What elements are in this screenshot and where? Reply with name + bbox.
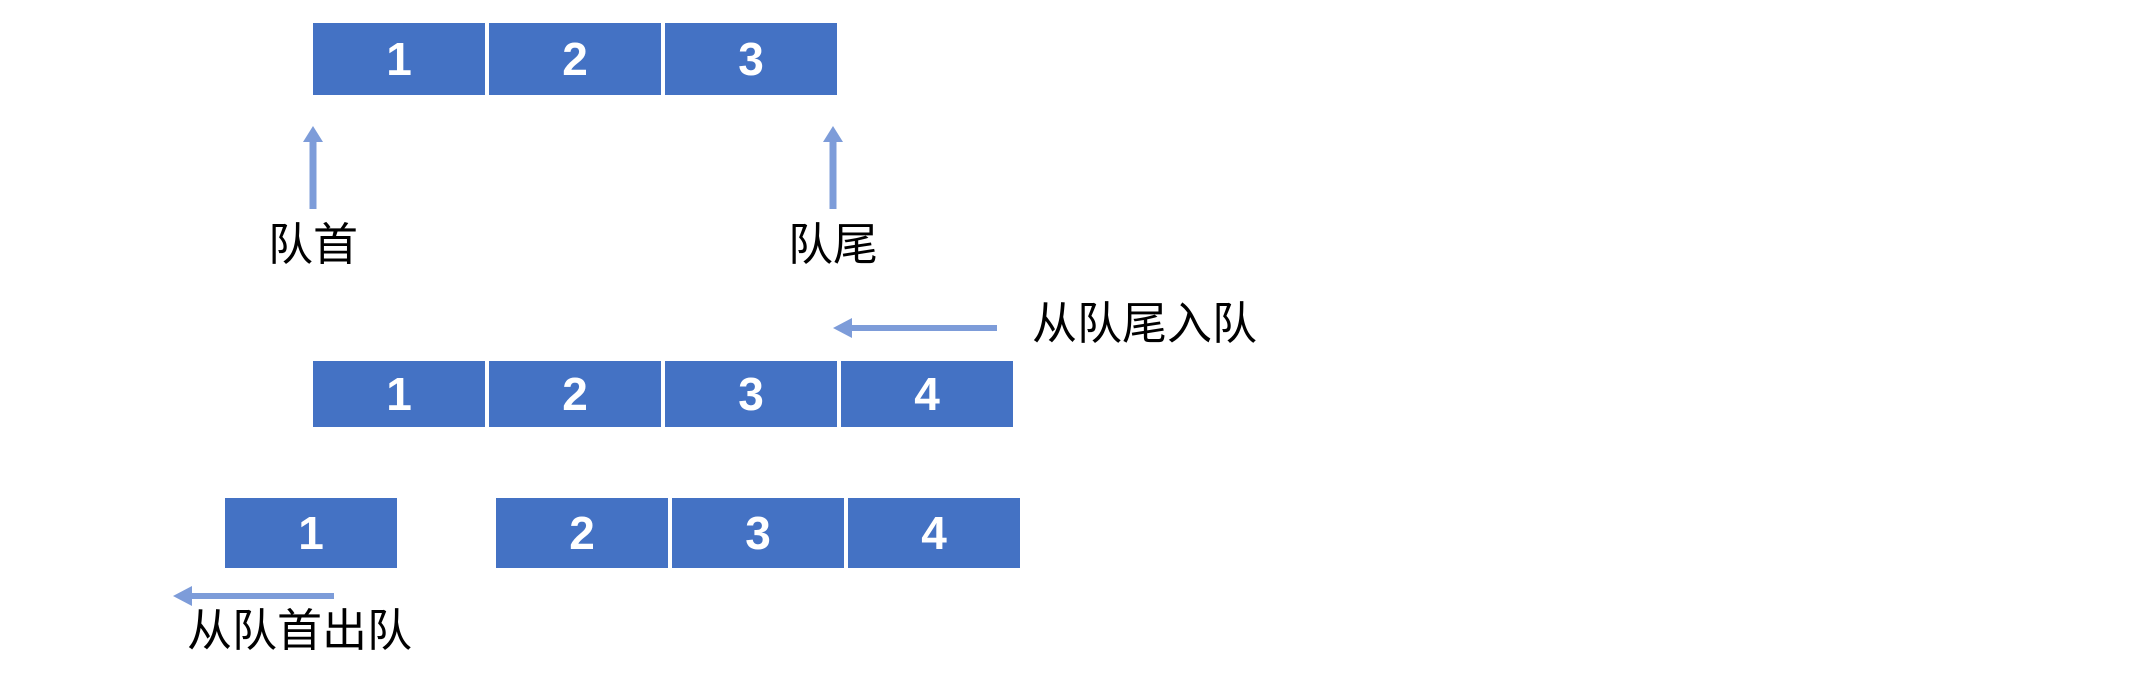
arrow-left-dequeue-icon <box>173 586 334 606</box>
dequeued-cell-row: 1 <box>225 498 397 568</box>
arrow-left-enqueue-icon <box>833 318 997 338</box>
queue-cell: 4 <box>848 498 1020 568</box>
queue-cell: 2 <box>489 23 661 95</box>
rear-label: 队尾 <box>788 219 879 270</box>
queue-cell: 3 <box>672 498 844 568</box>
arrow-up-rear-icon <box>823 126 843 209</box>
queue-cell: 4 <box>841 361 1013 427</box>
queue-row-initial: 1 2 3 <box>313 23 837 95</box>
front-label: 队首 <box>268 219 359 270</box>
queue-row-after-dequeue: 2 3 4 <box>496 498 1020 568</box>
queue-cell: 3 <box>665 23 837 95</box>
queue-cell: 1 <box>313 361 485 427</box>
enqueue-label: 从队尾入队 <box>1032 298 1258 349</box>
dequeued-cell: 1 <box>225 498 397 568</box>
queue-cell: 2 <box>496 498 668 568</box>
queue-cell: 2 <box>489 361 661 427</box>
queue-cell: 3 <box>665 361 837 427</box>
queue-row-after-enqueue: 1 2 3 4 <box>313 361 1013 427</box>
arrow-up-front-icon <box>303 126 323 209</box>
queue-cell: 1 <box>313 23 485 95</box>
dequeue-label: 从队首出队 <box>187 605 413 656</box>
